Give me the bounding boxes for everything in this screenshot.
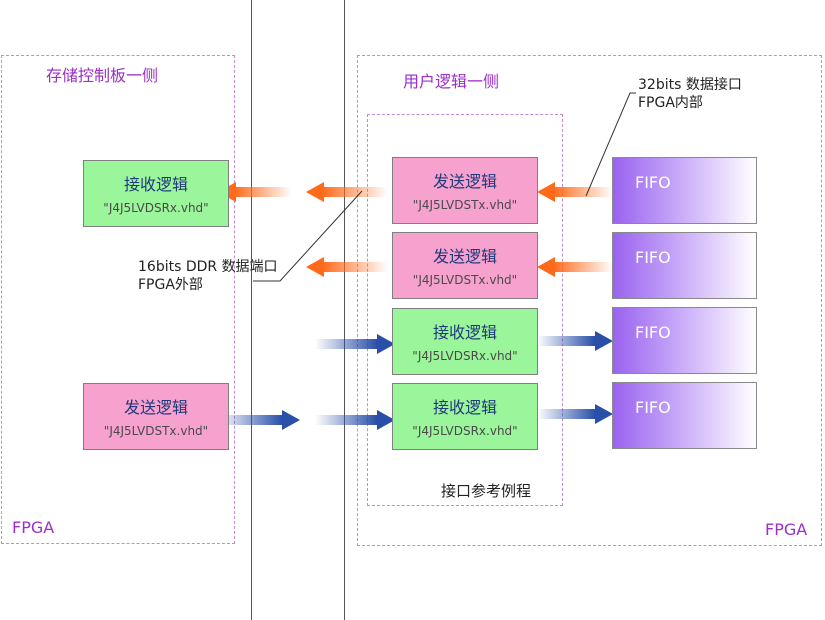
- divider-line-right: [344, 0, 345, 620]
- fifo-block-4: FIFO: [612, 382, 757, 449]
- arrow-blue-row3-b: [537, 331, 613, 351]
- fifo-label: FIFO: [635, 173, 671, 192]
- right-send-logic-block-1: 发送逻辑 "J4J5LVDSTx.vhd": [392, 157, 538, 224]
- arrow-blue-row4-c: [537, 404, 613, 424]
- reference-example-box: [367, 114, 563, 506]
- right-fpga-panel: [357, 55, 822, 546]
- leader-line-external: [253, 190, 363, 282]
- fifo-label: FIFO: [635, 323, 671, 342]
- fifo-block-2: FIFO: [612, 232, 757, 299]
- reference-example-label: 接口参考例程: [441, 482, 532, 500]
- left-fpga-label: FPGA: [12, 518, 55, 537]
- block-filename: "J4J5LVDSRx.vhd": [412, 424, 518, 438]
- right-panel-title: 用户逻辑一侧: [403, 72, 500, 91]
- block-title: 发送逻辑: [432, 172, 497, 191]
- arrow-orange-row2-b: [537, 257, 613, 277]
- fifo-block-1: FIFO: [612, 157, 757, 224]
- arrow-blue-row4-b: [315, 410, 395, 430]
- right-send-logic-block-2: 发送逻辑 "J4J5LVDSTx.vhd": [392, 232, 538, 299]
- fifo-label: FIFO: [635, 398, 671, 417]
- block-title: 接收逻辑: [123, 175, 188, 194]
- arrow-orange-row1-c: [537, 182, 613, 202]
- external-port-line2: FPGA外部: [138, 277, 203, 293]
- block-title: 发送逻辑: [123, 398, 188, 417]
- divider-line-left: [251, 0, 252, 620]
- block-title: 接收逻辑: [432, 398, 497, 417]
- internal-interface-line1: 32bits 数据接口: [638, 77, 742, 93]
- arrow-orange-row2-a: [306, 257, 388, 277]
- block-filename: "J4J5LVDSRx.vhd": [412, 349, 518, 363]
- left-panel-title: 存储控制板一侧: [46, 66, 159, 85]
- fifo-label: FIFO: [635, 248, 671, 267]
- left-fpga-panel: [1, 55, 235, 544]
- block-title: 接收逻辑: [432, 323, 497, 342]
- right-receive-logic-block-1: 接收逻辑 "J4J5LVDSRx.vhd": [392, 308, 538, 375]
- arrow-orange-row1-b: [306, 182, 388, 202]
- external-port-line1: 16bits DDR 数据端口: [138, 259, 278, 275]
- fifo-block-3: FIFO: [612, 307, 757, 374]
- internal-interface-line2: FPGA内部: [638, 95, 703, 111]
- left-receive-logic-block: 接收逻辑 "J4J5LVDSRx.vhd": [83, 160, 229, 227]
- internal-interface-label: 32bits 数据接口 FPGA内部: [638, 76, 742, 112]
- right-fpga-label: FPGA: [765, 520, 808, 539]
- block-filename: "J4J5LVDSTx.vhd": [412, 273, 518, 287]
- block-title: 发送逻辑: [432, 247, 497, 266]
- right-receive-logic-block-2: 接收逻辑 "J4J5LVDSRx.vhd": [392, 383, 538, 450]
- arrow-blue-row4-a: [218, 410, 300, 430]
- leader-line-internal: [585, 92, 636, 197]
- arrow-blue-row3-a: [315, 334, 395, 354]
- arrow-orange-row1-a: [218, 182, 292, 202]
- block-filename: "J4J5LVDSTx.vhd": [103, 424, 209, 438]
- left-send-logic-block: 发送逻辑 "J4J5LVDSTx.vhd": [83, 383, 229, 450]
- block-filename: "J4J5LVDSRx.vhd": [103, 201, 209, 215]
- block-filename: "J4J5LVDSTx.vhd": [412, 198, 518, 212]
- external-port-label: 16bits DDR 数据端口 FPGA外部: [138, 258, 278, 294]
